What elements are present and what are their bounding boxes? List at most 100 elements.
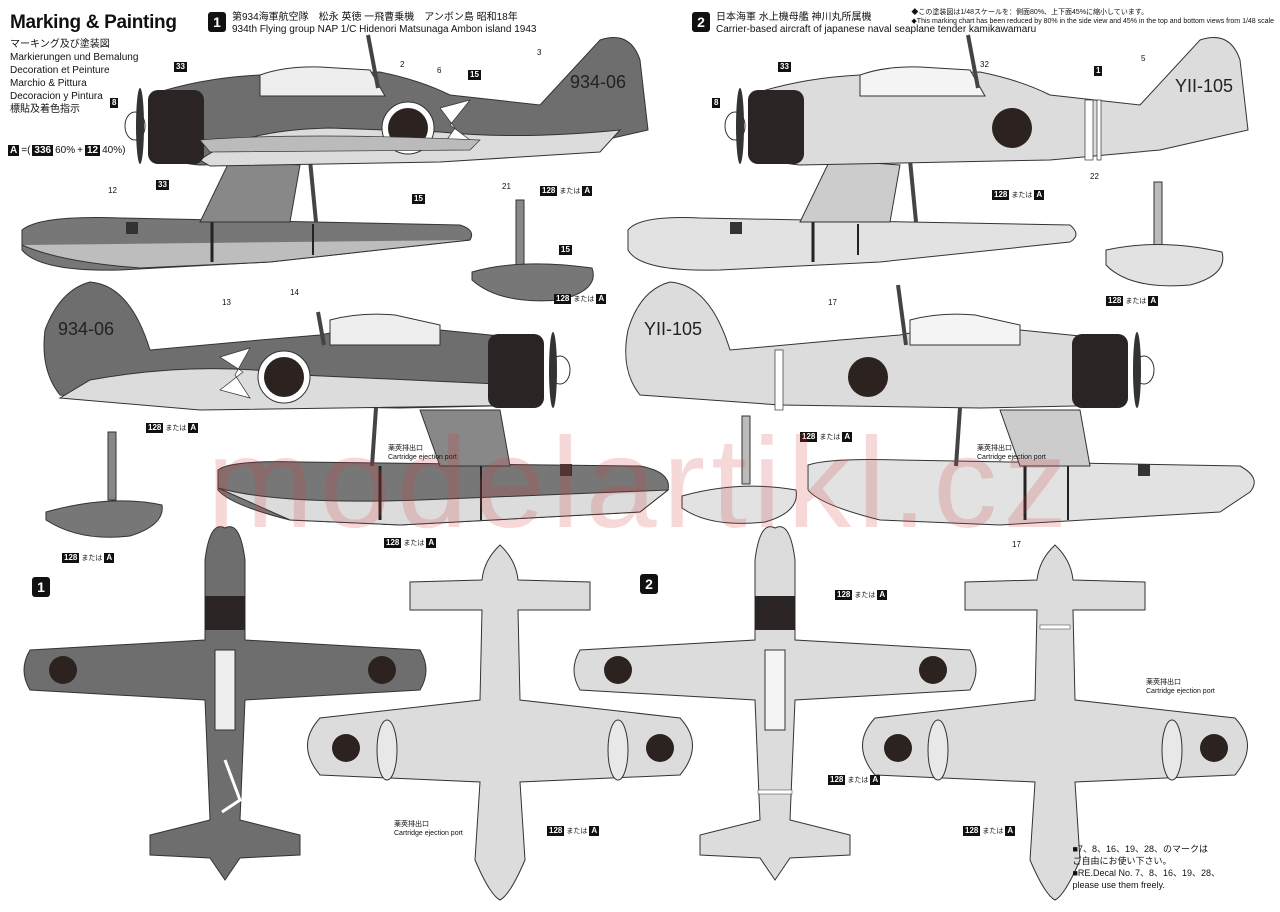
tag-a: A [877,590,888,600]
tag-128: 128 [1106,296,1124,306]
lang-jp: マーキング及び塗装図 [10,39,110,50]
or-jp: または [165,425,187,432]
tag-a: A [870,775,881,785]
scheme2-title-en: Carrier-based aircraft of japanese naval… [716,24,1037,35]
footer-line-1: ■7、8、16、19、28、のマークは [1072,844,1208,854]
callout-4: 5 [1141,54,1146,63]
scheme1-title-jp: 第934海軍航空隊 松永 英徳 一飛曹乗機 アンボン島 昭和18年 [232,12,518,23]
paint-key-label: A [8,145,20,156]
eject-jp: 薬莢排出口 [977,445,1012,452]
scheme1-side-top [21,34,649,271]
callout-8-s2: 8 [712,98,721,108]
tag-128: 128 [992,190,1010,200]
callout-8: 8 [110,98,119,108]
plan1-number: 1 [32,577,50,597]
paint-key-c2: 12 [84,145,101,156]
callout-33b: 33 [156,180,169,190]
callout-22: 22 [1090,172,1099,181]
eject-label-4: 薬莢排出口 Cartridge ejection port [1146,678,1215,696]
tail-code-2-top: YII-105 [1175,76,1233,96]
tag-a: A [596,294,607,304]
tag-a: A [842,432,853,442]
paint-key-p1: 60% [55,145,76,156]
tail-code-2-bottom: YII-105 [644,319,702,339]
footer-line-3: ■RE.Decal No. 7、8、16、19、28、 [1072,868,1221,878]
or-jp: または [854,592,876,599]
paint-key-c1: 336 [32,145,54,156]
tag-128: 128 [963,826,981,836]
lang-fr: Decoration et Peinture [10,65,110,76]
tag-a: A [188,423,199,433]
plan2-number: 2 [640,574,658,594]
tag-a: A [1148,296,1159,306]
scheme1-title-en: 934th Flying group NAP 1/C Hidenori Mats… [232,24,537,35]
tag-a: A [426,538,437,548]
watermark: modelartikl.cz [206,412,1074,555]
or-jp: または [1011,192,1033,199]
eject-jp: 薬莢排出口 [394,821,429,828]
callout-128-or-a-2: 128 または A [554,294,607,304]
scheme1-tip-float-top [471,199,594,302]
tag-128: 128 [384,538,402,548]
scheme2-number: 2 [692,12,710,32]
lang-cn: 標貼及着色指示 [10,104,80,115]
or-jp: または [819,434,841,441]
or-jp: または [1125,298,1147,305]
tag-a: A [104,553,115,563]
paint-key: A =( 336 60% + 12 40%) [8,145,125,156]
or-jp: または [81,555,103,562]
scheme2-plan-top [573,526,977,881]
tag-128: 128 [146,423,164,433]
eject-en: Cartridge ejection port [394,830,463,837]
scheme1-side-bottom [43,281,670,538]
footer-line-2: ご自由にお使い下さい。 [1072,856,1172,866]
scheme1-plan-top [23,526,427,881]
tag-128: 128 [547,826,565,836]
eject-label-1: 薬莢排出口 Cartridge ejection port [388,444,457,462]
callout-12: 13 [222,298,231,307]
scheme2-side-bottom [625,281,1255,526]
or-jp: または [573,296,595,303]
tail-code-1-top: 934-06 [570,72,626,92]
or-jp: または [982,828,1004,835]
footer-line-4: please use them freely. [1072,880,1165,890]
paint-key-plus: + [77,145,83,156]
callout-17b: 17 [1012,540,1021,549]
scale-note-jp: ◆この塗装図は1/48スケールを：側面80%、上下面45%に縮小しています。 [911,9,1149,16]
tag-128: 128 [835,590,853,600]
callout-128-or-a-7: 128 または A [1106,296,1159,306]
callout-128-or-a-10: 128 または A [963,826,1016,836]
callout-15c: 15 [559,245,572,255]
page-title: Marking & Painting [10,12,177,33]
lang-es: Decoracion y Pintura [10,91,103,102]
callout-128-or-a-3: 128 または A [146,423,199,433]
eject-jp: 薬莢排出口 [1146,679,1181,686]
callout-33: 33 [174,62,187,72]
tag-128: 128 [554,294,572,304]
eject-en: Cartridge ejection port [388,454,457,461]
callout-128-or-a-5: 128 または A [384,538,437,548]
scheme2-plan-bottom [862,544,1248,901]
tail-code-1-bottom: 934-06 [58,319,114,339]
callout-128-or-a-12: 128 または A [828,775,881,785]
or-jp: または [847,777,869,784]
callout-15: 15 [468,70,481,80]
callout-33-s2: 33 [778,62,791,72]
tag-a: A [1005,826,1016,836]
tag-128: 128 [800,432,818,442]
tag-a: A [582,186,593,196]
callout-128-or-a-6: 128 または A [992,190,1045,200]
tag-a: A [589,826,600,836]
or-jp: または [403,540,425,547]
paint-key-eq: =( [21,145,31,156]
callout-11: 12 [108,186,117,195]
scheme1-number: 1 [208,12,226,32]
callout-6: 6 [437,66,442,75]
eject-en: Cartridge ejection port [977,454,1046,461]
callout-128-or-a-8: 128 または A [800,432,853,442]
callout-13: 14 [290,288,299,297]
tag-a: A [1034,190,1045,200]
callout-21: 21 [502,182,511,191]
eject-jp: 薬莢排出口 [388,445,423,452]
